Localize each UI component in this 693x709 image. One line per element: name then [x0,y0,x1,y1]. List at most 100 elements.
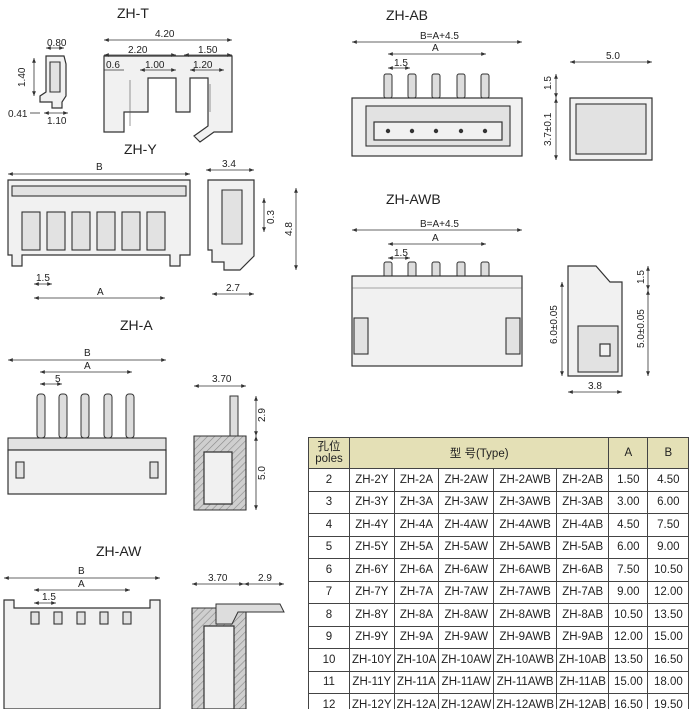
awb-type-cell: ZH-11AWB [493,670,558,694]
a-type-cell: ZH-11A [393,670,440,694]
a-value-cell: 16.50 [608,693,649,709]
type-header: 型 号(Type) [348,437,610,469]
zh-ab-side-inner [575,103,647,155]
b-value-cell: 19.50 [647,693,690,709]
y-type-cell: ZH-10Y [349,648,395,672]
zh-aw-drawing: ZH-AW B A 1.5 3.70 2.9 [3,543,285,709]
zh-awb-side-window [599,343,611,357]
b-value-cell: 15.00 [647,625,690,649]
dim-label: 0.80 [47,38,67,49]
zh-a-body [7,449,167,495]
awb-type-cell: ZH-2AWB [493,468,558,492]
zh-aw-windows [30,611,132,625]
zh-ab-title: ZH-AB [386,7,428,23]
a-value-cell: 12.00 [608,625,649,649]
zh-y-side-cavity [221,189,243,245]
dim-label: 1.00 [145,60,165,71]
poles-cell: 10 [308,648,350,672]
y-type-cell: ZH-9Y [349,625,395,649]
poles-cell: 9 [308,625,350,649]
dim-label: B [78,566,85,577]
dim-label: 1.5 [394,58,408,69]
dim-label: 5 [55,374,61,385]
awb-type-cell: ZH-8AWB [493,603,558,627]
aw-type-cell: ZH-6AW [438,558,495,582]
zh-a-pins [36,393,135,439]
poles-cell: 2 [308,468,350,492]
zh-aw-title: ZH-AW [96,543,142,559]
dim-label: 5.0±0.05 [636,309,647,348]
ab-type-cell: ZH-4AB [556,513,610,537]
y-type-cell: ZH-5Y [349,535,395,559]
b-value-cell: 12.00 [647,580,690,604]
dim-label: 5.0 [606,51,620,62]
awb-type-cell: ZH-6AWB [493,558,558,582]
awb-type-cell: ZH-4AWB [493,513,558,537]
b-value-cell: 13.50 [647,603,690,627]
y-type-cell: ZH-2Y [349,468,395,492]
zh-y-cavities [21,211,166,251]
b-value-cell: 10.50 [647,558,690,582]
a-value-cell: 15.00 [608,670,649,694]
awb-type-cell: ZH-3AWB [493,490,558,514]
aw-type-cell: ZH-11AW [438,670,495,694]
ab-type-cell: ZH-3AB [556,490,610,514]
zh-awb-latch [505,317,521,355]
dim-label: B [84,348,91,359]
aw-type-cell: ZH-10AW [438,648,495,672]
a-type-cell: ZH-12A [393,693,440,709]
ab-type-cell: ZH-2AB [556,468,610,492]
b-value-cell: 4.50 [647,468,690,492]
dim-label: B=A+4.5 [420,219,459,230]
a-header: A [608,437,649,469]
b-value-cell: 7.50 [647,513,690,537]
dim-label: A [97,287,104,298]
poles-cell: 7 [308,580,350,604]
b-value-cell: 6.00 [647,490,690,514]
a-value-cell: 10.50 [608,603,649,627]
dim-label: 3.7±0.1 [543,112,554,146]
zh-a-title: ZH-A [120,317,153,333]
poles-cell: 6 [308,558,350,582]
zh-t-front-profile [103,55,233,143]
y-type-cell: ZH-6Y [349,558,395,582]
zh-t-title: ZH-T [117,5,149,21]
poles-cell: 4 [308,513,350,537]
aw-type-cell: ZH-7AW [438,580,495,604]
dim-label: 1.5 [394,248,408,259]
b-header: B [647,437,690,469]
b-value-cell: 16.50 [647,648,690,672]
zh-aw-side-cavity [203,625,235,709]
aw-type-cell: ZH-4AW [438,513,495,537]
poles-header-en: poles [315,453,343,465]
dim-label: 5.0 [257,466,268,480]
ab-type-cell: ZH-9AB [556,625,610,649]
zh-a-peg [149,461,159,479]
dim-label: 6.0±0.05 [549,305,560,344]
ab-type-cell: ZH-12AB [556,693,610,709]
dim-label: 3.4 [222,159,236,170]
dim-label: 2.9 [258,573,272,584]
dim-label: 2.7 [226,283,240,294]
ab-type-cell: ZH-7AB [556,580,610,604]
aw-type-cell: ZH-3AW [438,490,495,514]
poles-cell: 12 [308,693,350,709]
dim-label: 1.40 [17,67,28,87]
y-type-cell: ZH-12Y [349,693,395,709]
a-value-cell: 9.00 [608,580,649,604]
dim-label: 1.50 [198,45,218,56]
a-type-cell: ZH-7A [393,580,440,604]
poles-cell: 3 [308,490,350,514]
dim-label: 1.5 [36,273,50,284]
zh-a-side-cavity [203,451,233,505]
a-type-cell: ZH-3A [393,490,440,514]
poles-cell: 8 [308,603,350,627]
zh-aw-front-view [3,599,161,709]
awb-type-cell: ZH-9AWB [493,625,558,649]
dim-label: 1.5 [636,270,647,284]
